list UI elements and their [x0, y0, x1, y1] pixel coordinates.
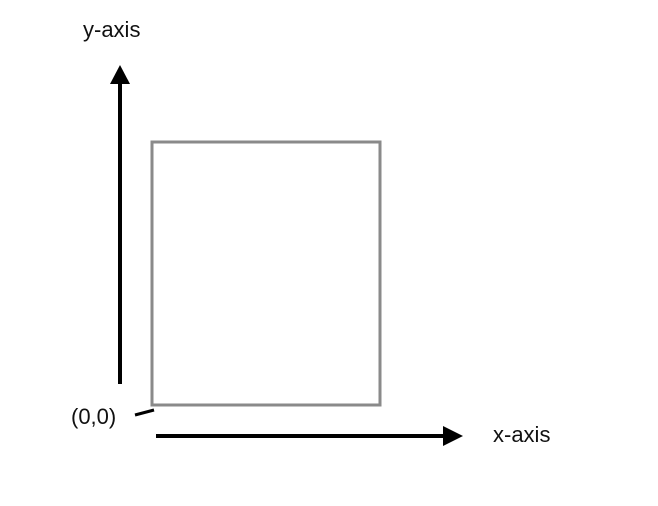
y-axis-label: y-axis [83, 17, 141, 42]
rectangle-shape [150, 140, 382, 407]
y-axis-arrowhead-icon [110, 65, 130, 84]
x-axis-label: x-axis [493, 422, 551, 447]
origin-label: (0,0) [71, 404, 117, 429]
x-axis-arrowhead-icon [443, 426, 463, 446]
origin-pointer-line [134, 408, 155, 417]
